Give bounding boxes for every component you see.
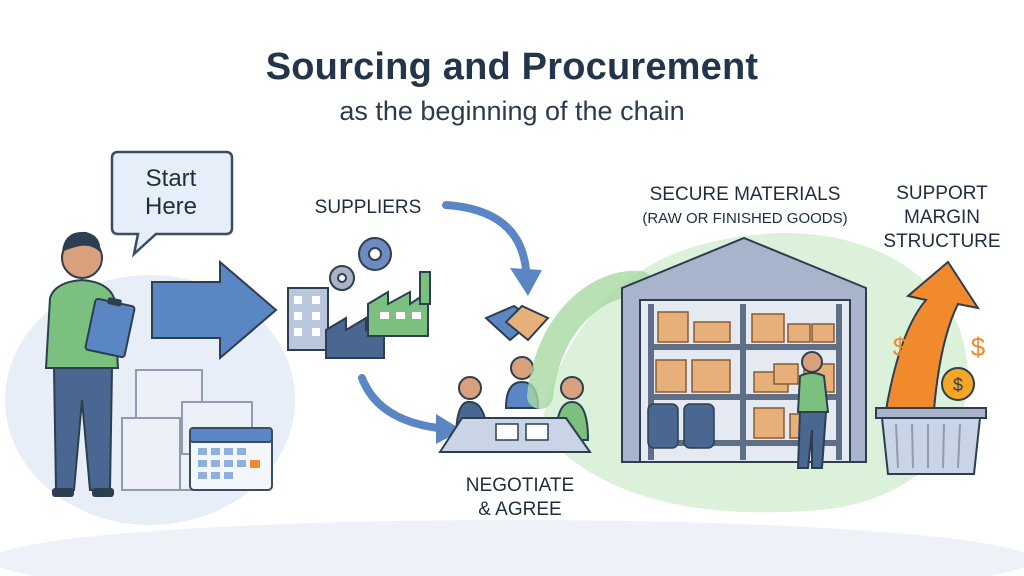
secure-line2: (RAW OR FINISHED GOODS) [642,210,848,227]
warehouse-worker-icon [773,351,830,469]
svg-text:$: $ [971,332,986,362]
margin-line1: SUPPORT [896,183,988,204]
negotiate-line2: & AGREE [478,499,562,520]
procurement-person-icon [44,231,136,497]
stage-negotiate: NEGOTIATE & AGREE [450,474,590,522]
svg-text:$: $ [953,375,963,395]
stage-secure-materials: SECURE MATERIALS (RAW OR FINISHED GOODS) [620,183,870,231]
curved-arrow-head-top [510,268,542,296]
start-here-bubble [110,150,234,258]
page-subtitle: as the beginning of the chain [339,96,685,126]
start-here-line1: Start [145,165,197,192]
page-title: Sourcing and Procurement [265,46,759,88]
negotiate-line1: NEGOTIATE [465,475,575,496]
curved-arrow-head-bottom [436,414,462,444]
stage-support-margin: SUPPORT MARGIN STRUCTURE [872,182,1012,254]
green-flow-link [527,270,653,409]
calendar-icon [189,427,273,491]
secure-line1: SECURE MATERIALS [649,184,841,205]
gears-icon [329,237,392,291]
curved-flow-arrows [358,201,530,432]
handshake-icon [484,304,550,342]
margin-growth-icon: $ $ $ [875,260,987,475]
svg-text:$: $ [893,332,908,362]
start-here-label: Start Here [116,165,226,221]
margin-line3: STRUCTURE [883,231,1001,252]
flow-arrow-right [151,259,278,361]
supplier-buildings-icon [287,271,431,359]
stage-suppliers: SUPPLIERS [314,197,422,218]
margin-line2: MARGIN [904,207,980,228]
start-here-line2: Here [144,193,198,220]
